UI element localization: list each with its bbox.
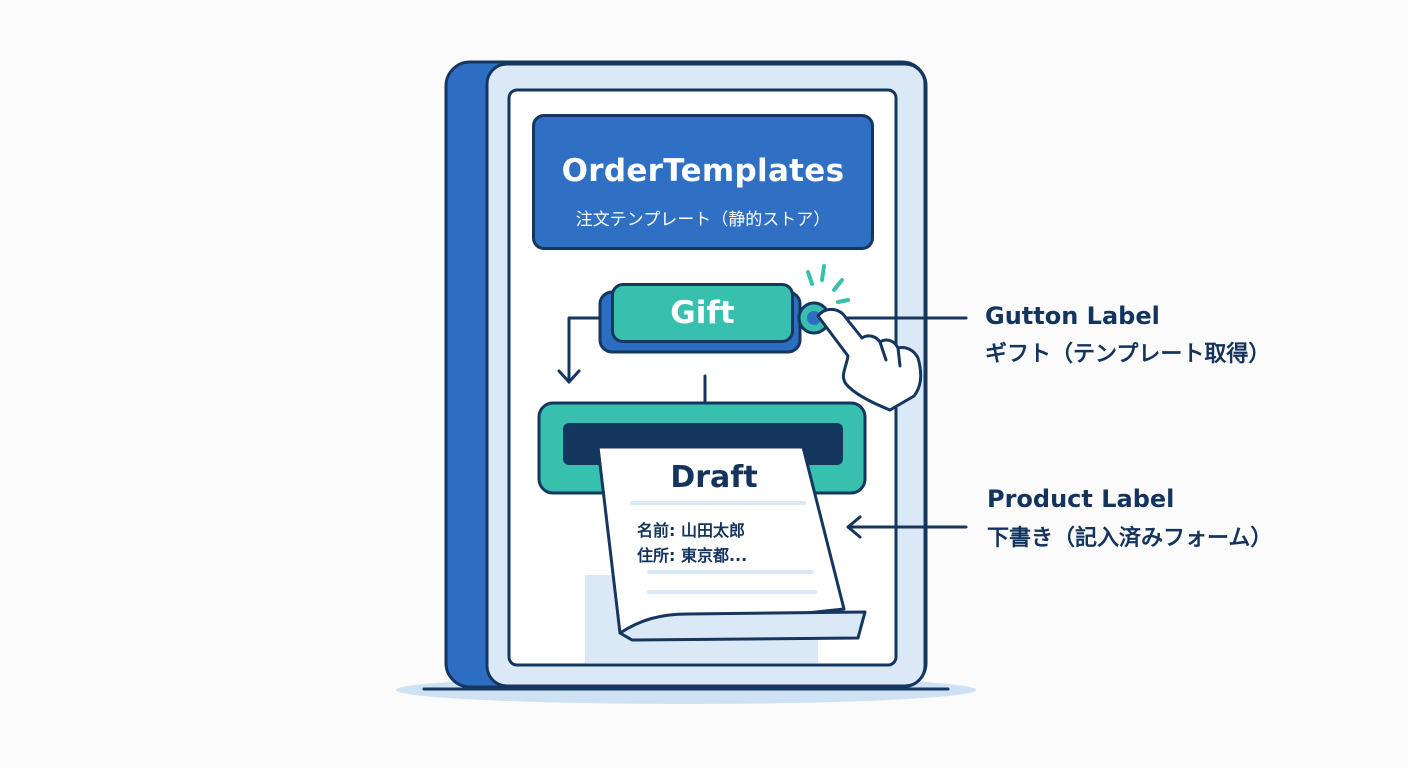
order-templates-subtitle: 注文テンプレート（静的ストア） bbox=[575, 210, 831, 230]
arrow-left-icon bbox=[557, 316, 600, 384]
product-callout-subtitle: 下書き（記入済みフォーム） bbox=[987, 526, 1273, 551]
button-callout-subtitle: ギフト（テンプレート取得） bbox=[985, 342, 1271, 367]
draft-name-line: 名前: 山田太郎 bbox=[637, 521, 745, 540]
draft-address-line: 住所: 東京都... bbox=[637, 546, 748, 565]
pointing-hand-icon bbox=[797, 301, 923, 412]
order-templates-header: OrderTemplates 注文テンプレート（静的ストア） bbox=[532, 114, 874, 250]
order-templates-title: OrderTemplates bbox=[561, 153, 845, 189]
draft-paper bbox=[596, 445, 867, 642]
product-callout-arrow bbox=[846, 515, 968, 539]
gift-button[interactable]: Gift bbox=[611, 283, 794, 343]
button-callout-title: Gutton Label bbox=[985, 302, 1160, 330]
product-callout-title: Product Label bbox=[987, 485, 1175, 513]
draft-title: Draft bbox=[670, 460, 758, 495]
